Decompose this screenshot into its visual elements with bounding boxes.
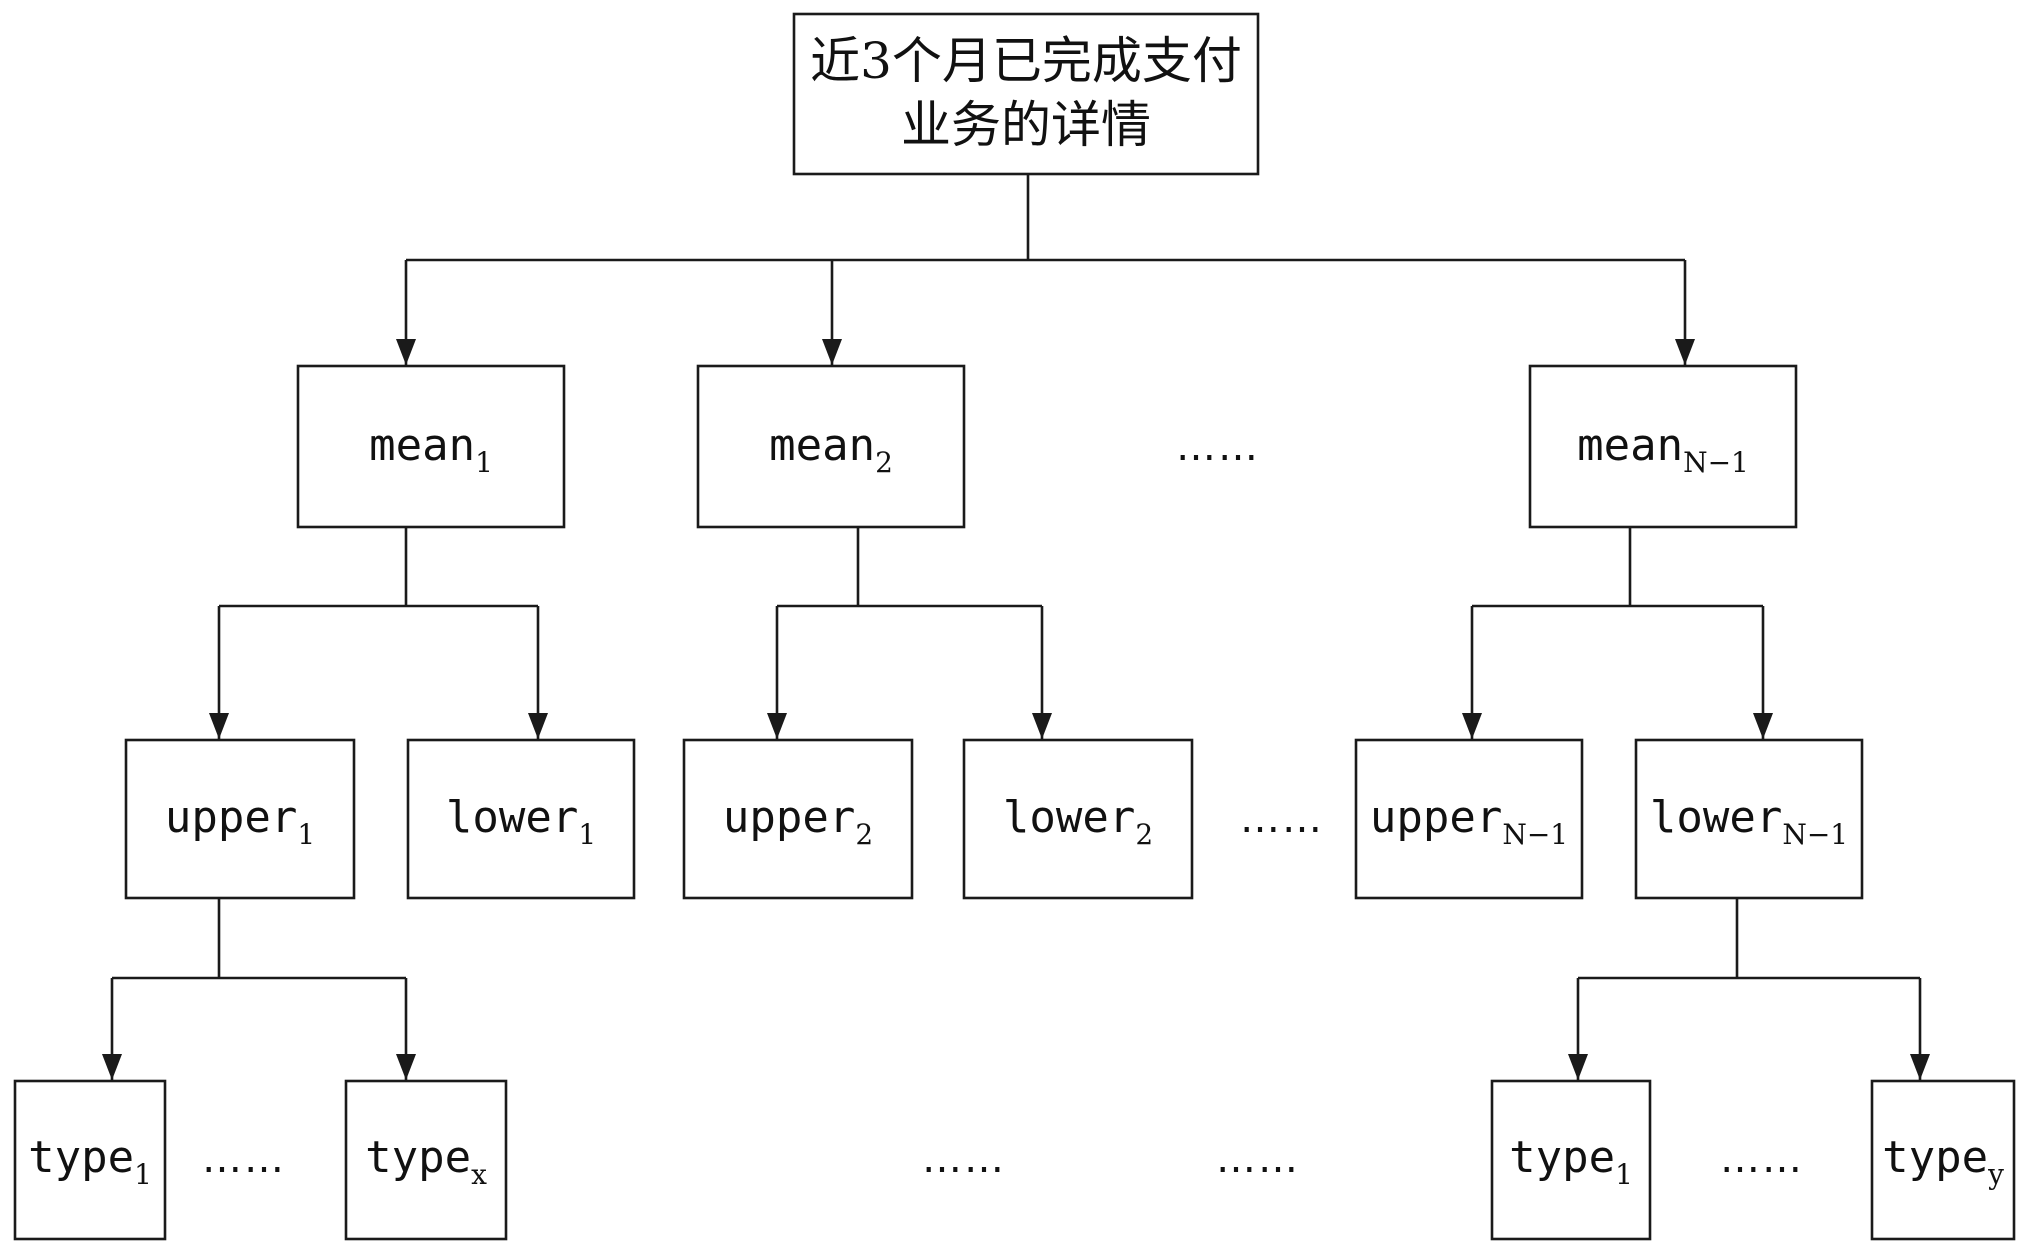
- mean-node-n1: meanN−1: [1528, 364, 1798, 529]
- root-label-line-1: 近3个月已完成支付: [810, 32, 1242, 90]
- ellipsis-types-left: ……: [202, 1136, 286, 1182]
- root-node: 近3个月已完成支付 业务的详情: [792, 12, 1260, 176]
- ellipsis-bounds: ……: [1240, 796, 1324, 842]
- type-1-right-label: type1: [1509, 1132, 1633, 1191]
- ellipsis-means: ……: [1176, 424, 1260, 470]
- type-node-1-right: type1: [1490, 1079, 1652, 1241]
- type-x-label: typex: [365, 1132, 487, 1191]
- type-1-left-label: type1: [28, 1132, 152, 1191]
- lower-node-n1: lowerN−1: [1634, 738, 1864, 900]
- type-node-1-left: type1: [13, 1079, 167, 1241]
- lower-node-2: lower2: [962, 738, 1194, 900]
- upper-node-1: upper1: [124, 738, 356, 900]
- upper-node-n1: upperN−1: [1354, 738, 1584, 900]
- ellipsis-types-right: ……: [1720, 1136, 1804, 1182]
- type-node-y: typey: [1870, 1079, 2016, 1241]
- upper-n1-label: upperN−1: [1370, 792, 1568, 851]
- type-y-label: typey: [1882, 1132, 2004, 1191]
- mean-node-1: mean1: [296, 364, 566, 529]
- lower-1-label: lower1: [446, 792, 596, 851]
- lower-node-1: lower1: [406, 738, 636, 900]
- type-node-x: typex: [344, 1079, 508, 1241]
- upper-2-label: upper2: [723, 792, 873, 851]
- lower-n1-label: lowerN−1: [1650, 792, 1848, 851]
- mean-2-label: mean2: [769, 420, 893, 479]
- upper-node-2: upper2: [682, 738, 914, 900]
- mean-1-label: mean1: [369, 420, 493, 479]
- upper-1-label: upper1: [165, 792, 315, 851]
- root-label-line-2: 业务的详情: [901, 96, 1151, 154]
- ellipsis-types-mid-2: ……: [1216, 1136, 1300, 1182]
- mean-n1-label: meanN−1: [1577, 420, 1749, 479]
- ellipsis-types-mid-1: ……: [922, 1136, 1006, 1182]
- lower-2-label: lower2: [1003, 792, 1153, 851]
- mean-node-2: mean2: [696, 364, 966, 529]
